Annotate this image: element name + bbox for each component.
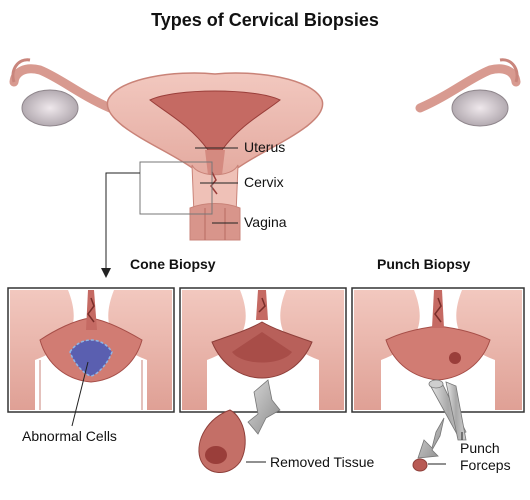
diagram-title: Types of Cervical Biopsies: [151, 10, 379, 30]
removed-cone-opening: [205, 446, 227, 464]
uterus-illustration: [9, 58, 521, 241]
label-leader-lines: [71, 361, 463, 465]
cervix-highlight-box: [139, 161, 213, 215]
cervix-label: Cervix: [244, 174, 284, 190]
abnormal-cells-label: Abnormal Cells: [22, 428, 117, 444]
punch-biopsy-heading: Punch Biopsy: [377, 256, 471, 272]
down-arrow-icon: [101, 268, 111, 278]
vagina-label: Vagina: [244, 214, 287, 230]
punch-removal-arrow-icon: [417, 417, 445, 459]
uterus-label: Uterus: [244, 139, 286, 155]
panel-punch: [351, 287, 525, 413]
right-ovary: [451, 89, 509, 127]
uterine-cavity: [149, 90, 281, 151]
removed-cone-tissue: [198, 409, 246, 473]
vagina-shape: [189, 203, 241, 241]
left-fallopian-tube: [9, 64, 115, 113]
removed-tissue-label: Removed Tissue: [270, 454, 375, 470]
punch-forceps-label-line2: Forceps: [460, 457, 511, 473]
punch-forceps-label-line1: Punch: [460, 440, 500, 456]
cone-biopsy-heading: Cone Biopsy: [130, 256, 216, 272]
panel-cone-before: [7, 287, 175, 413]
removed-punch-tissue: [412, 458, 428, 472]
left-ovary: [21, 89, 79, 127]
cone-removal-arrow-icon: [247, 379, 281, 435]
abnormal-cells-region: [69, 339, 113, 377]
right-fallopian-tube: [415, 64, 521, 113]
pointer-lines: [105, 147, 238, 270]
punch-site: [449, 352, 461, 364]
punch-forceps-icon: [428, 379, 467, 441]
